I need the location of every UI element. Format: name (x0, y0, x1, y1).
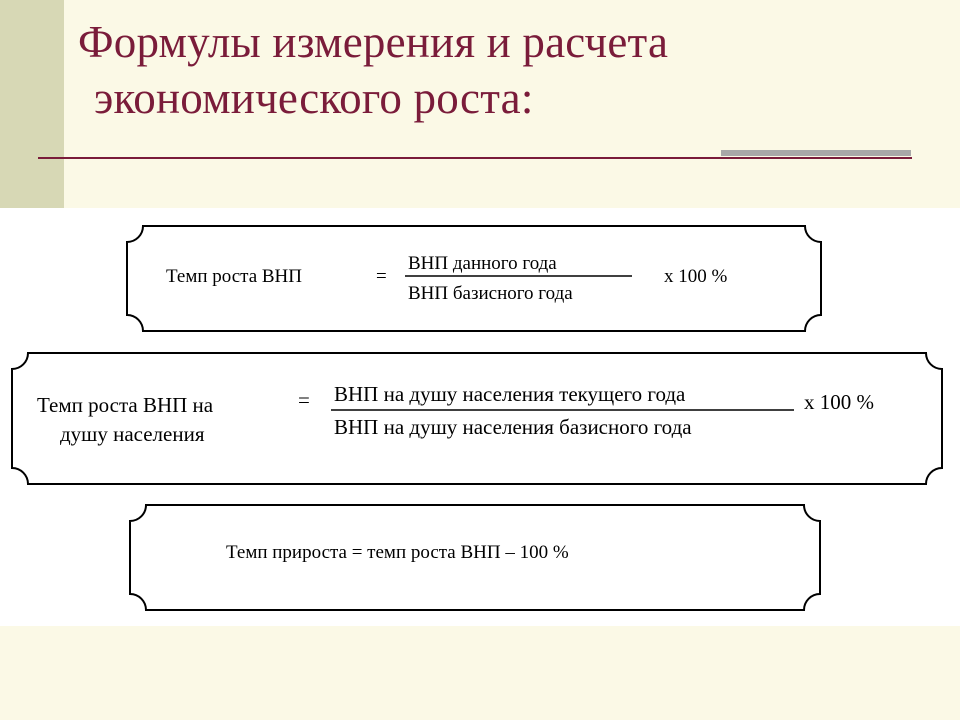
formula-3-frame (129, 504, 821, 611)
left-accent-bar (0, 0, 64, 208)
formula-2-left-line1: Темп роста ВНП на (37, 393, 214, 417)
formula-1-multiplier: х 100 % (664, 266, 728, 287)
formula-2-denominator: ВНП на душу населения базисного года (334, 415, 692, 439)
formula-3-text: Темп прироста = темп роста ВНП – 100 % (226, 542, 569, 563)
formula-1-equals: = (376, 266, 387, 287)
formula-2-frame (11, 352, 943, 485)
formula-2-left-line2: душу населения (60, 422, 205, 446)
formula-1: Темп роста ВНП = ВНП данного года ВНП ба… (126, 225, 822, 332)
title-underline (38, 157, 912, 159)
formula-1-left: Темп роста ВНП (166, 266, 302, 287)
formula-1-frame (126, 225, 822, 332)
title-underline-accent (721, 150, 911, 156)
formula-3: Темп прироста = темп роста ВНП – 100 % (129, 504, 821, 611)
formula-1-denominator: ВНП базисного года (408, 283, 573, 304)
formula-2: Темп роста ВНП на душу населения = ВНП н… (11, 352, 943, 485)
formula-1-numerator: ВНП данного года (408, 253, 557, 274)
formula-2-equals: = (298, 388, 310, 412)
formula-2-multiplier: х 100 % (804, 390, 874, 414)
formula-2-numerator: ВНП на душу населения текущего года (334, 382, 686, 406)
slide-title-line1: Формулы измерения и расчета (78, 17, 669, 67)
slide-title: Формулы измерения и расчета экономическо… (78, 14, 668, 126)
slide-title-line2: экономического роста: (94, 73, 534, 123)
